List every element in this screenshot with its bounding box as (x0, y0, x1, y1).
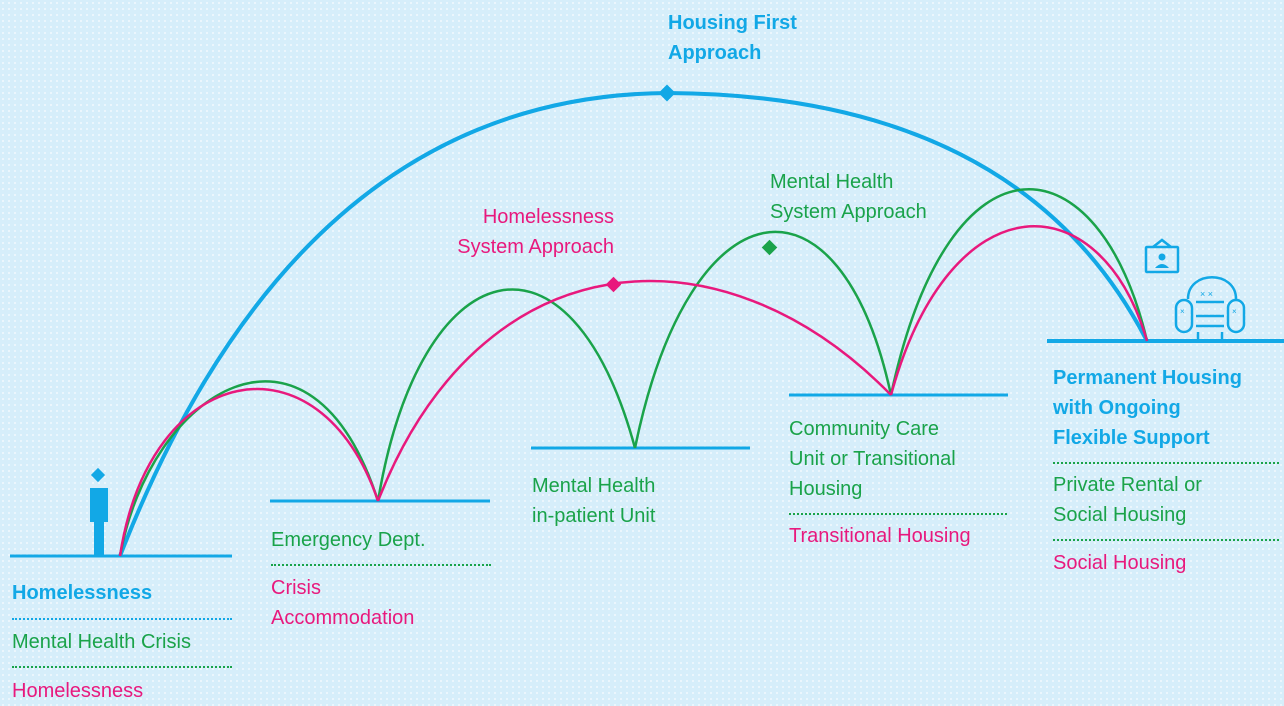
homelessness-marker (605, 276, 622, 293)
svg-text:× ×: × × (1200, 289, 1213, 299)
divider (1053, 462, 1279, 464)
pink-arc-3 (889, 225, 1149, 396)
picture-frame-icon (1144, 238, 1180, 274)
housing-first-marker (658, 84, 676, 102)
green-arc-3 (633, 230, 893, 449)
stage-inpatient-green: Mental Health in-patient Unit (532, 475, 656, 527)
green-arc-4 (889, 188, 1149, 396)
divider (271, 564, 491, 566)
stage-homelessness-green: Mental Health Crisis (12, 631, 191, 653)
svg-text:×: × (1232, 307, 1237, 316)
stage-permanent-pink: Social Housing (1053, 552, 1187, 574)
green-arc-2 (376, 288, 637, 502)
mental-health-marker (761, 239, 778, 256)
stage-homelessness-pink: Homelessness (12, 680, 144, 702)
divider (12, 618, 232, 620)
divider (789, 513, 1007, 515)
divider (12, 666, 232, 668)
stage-permanent-label: Permanent Housing with Ongoing Flexible … (1053, 367, 1242, 449)
stage-permanent-green: Private Rental or Social Housing (1053, 474, 1202, 526)
stage-emergency-pink: Crisis Accommodation (271, 577, 415, 629)
stage-community-green: Community Care Unit or Transitional Hous… (789, 418, 956, 500)
stage-community-pink: Transitional Housing (789, 525, 971, 547)
stage-homelessness-label: Homelessness (12, 582, 153, 604)
svg-text:×: × (1180, 307, 1185, 316)
stage-emergency-green: Emergency Dept. (271, 529, 426, 551)
divider (1053, 539, 1279, 541)
green-arc-1 (118, 380, 380, 557)
pink-arc-1 (118, 387, 380, 557)
homelessness-system-title: Homelessness System Approach (457, 206, 614, 258)
person-icon (90, 467, 108, 556)
housing-first-arc (118, 90, 1149, 557)
armchair-icon: × × × × (1174, 276, 1246, 341)
housing-first-title: Housing First Approach (668, 12, 797, 64)
mental-health-system-title: Mental Health System Approach (770, 171, 927, 223)
